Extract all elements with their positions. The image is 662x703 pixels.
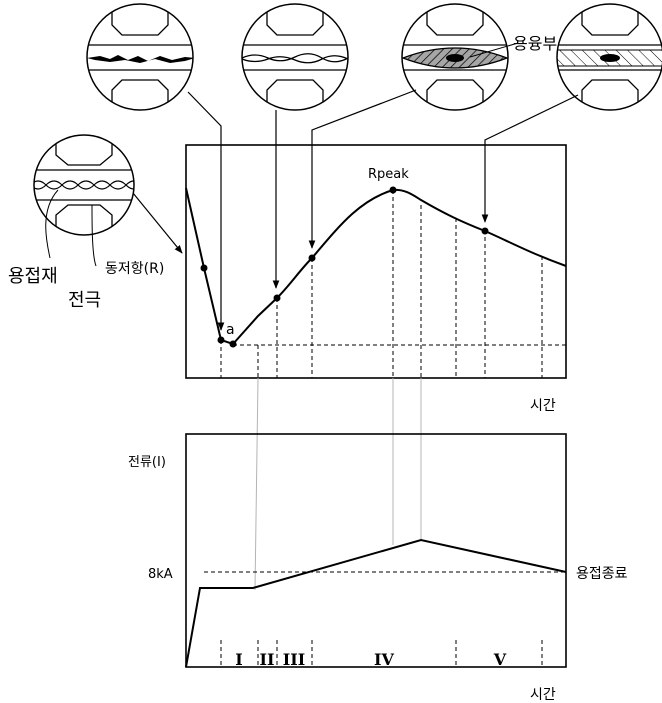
stage-label-5: V [493, 650, 507, 669]
magnified-view-1 [87, 4, 193, 110]
point-a [229, 340, 237, 348]
magnified-view-initial [34, 135, 134, 235]
magnified-view-2 [242, 4, 348, 110]
molten-zone-leader [469, 42, 519, 58]
resistance-chart-frame [185, 144, 567, 379]
dynamic-resistance-label: 동저항(R) [105, 261, 164, 277]
workpiece-leader [45, 189, 59, 259]
point-molten [308, 254, 316, 262]
weld-end-label: 용접종료 [576, 566, 628, 582]
point-rpeak [389, 186, 397, 194]
resistance-points [200, 186, 489, 348]
callout-arrows [132, 89, 579, 331]
stage-label-4: IV [374, 650, 394, 669]
point-growth [481, 227, 489, 235]
workpiece-label: 용접재 [8, 266, 58, 287]
magnified-circle-1 [86, 3, 194, 111]
electrode-label: 전극 [68, 290, 101, 311]
point-initial [200, 264, 208, 272]
current-value-label: 8kA [148, 567, 173, 582]
current-chart-frame [185, 433, 567, 668]
current-curve [185, 538, 567, 668]
resistance-gridlines [220, 190, 566, 378]
rpeak-label: Rpeak [368, 167, 409, 182]
stage-labels: I II III IV V [235, 650, 507, 669]
magnified-circle-2 [241, 3, 349, 111]
magnified-circle-4 [556, 3, 662, 111]
point-drop [217, 336, 225, 344]
time-axis-label-bottom: 시간 [530, 687, 556, 703]
stage-label-2: II [260, 650, 275, 669]
stage-dividers [220, 640, 543, 667]
stage-label-1: I [235, 650, 242, 669]
chart-connectors [254, 377, 422, 591]
magnified-view-3 [402, 4, 508, 110]
magnified-circle-3 [401, 3, 509, 111]
current-axis-label: 전류(I) [128, 455, 166, 470]
magnified-circle-0 [33, 134, 135, 236]
point-a-label: a [226, 322, 235, 338]
time-axis-label-top: 시간 [530, 398, 556, 414]
molten-zone-label: 용융부 [513, 34, 557, 53]
stage-label-3: III [283, 650, 305, 669]
point-rise [273, 294, 281, 302]
electrode-leader [91, 204, 97, 267]
resistance-curve [185, 187, 567, 346]
magnified-view-4 [557, 4, 662, 110]
